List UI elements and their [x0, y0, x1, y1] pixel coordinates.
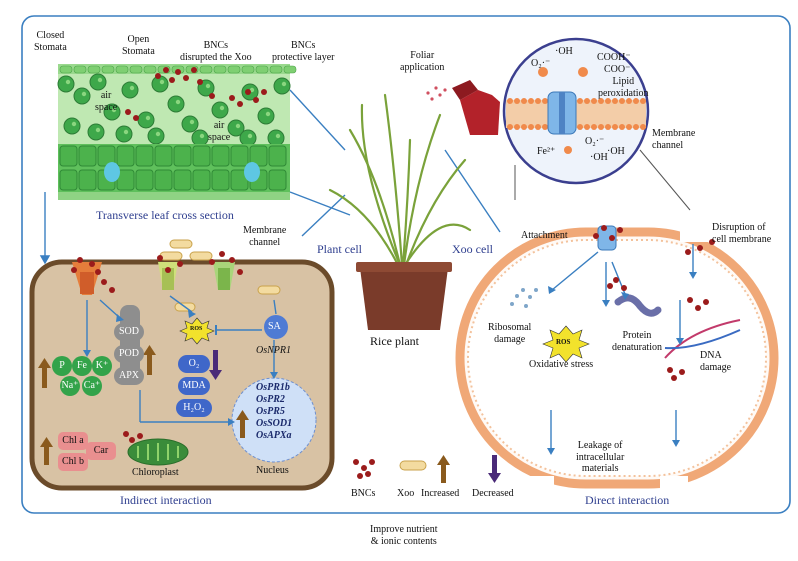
label-sa: SA [268, 321, 281, 332]
gene-ossod1: OsSOD1 [256, 418, 293, 429]
increase-arrow-genes [236, 410, 249, 438]
label-enzyme-apx: APX [119, 370, 140, 381]
legend-xoo-icon [399, 460, 427, 471]
label-ribosomal: Ribosomal damage [488, 322, 532, 345]
ros-burst-left [179, 317, 215, 345]
gene-ospr5: OsPR5 [256, 406, 285, 417]
label-xoo-cell: Xoo cell [452, 242, 493, 256]
label-ros-right: ROS [556, 338, 571, 346]
increase-arrow-pigments [40, 437, 53, 465]
label-attachment: Attachment [521, 230, 568, 241]
label-ros-left: ROS [190, 326, 203, 332]
label-disruption: Disruption of cell membrane [712, 222, 772, 245]
legend-increased-label: Increased [421, 488, 460, 499]
label-chloroplast: Chloroplast [132, 467, 179, 478]
gene-ospr1b: OsPR1b [256, 382, 290, 393]
legend-icons [399, 455, 501, 483]
legend-increase-icon [437, 455, 450, 483]
label-car: Car [93, 445, 109, 456]
label-direct: Direct interaction [585, 493, 670, 507]
label-ion-fe: Fe [77, 360, 87, 371]
legend-xoo-label: Xoo [397, 488, 415, 499]
increase-arrow-enzymes [143, 345, 156, 375]
label-membrane-channel-right: Membrane channel [652, 128, 696, 151]
label-dna: DNA damage [700, 350, 732, 373]
legend-decreased-label: Decreased [472, 488, 514, 499]
label-marker-o2: O₂ [188, 358, 200, 369]
label-fe2: Fe²⁺ [537, 146, 556, 157]
label-air-space-2: air space [208, 120, 231, 143]
ros-burst-right [542, 325, 590, 363]
ion-circles [52, 356, 112, 396]
bnc-particles [71, 67, 715, 479]
decrease-arrow-markers [209, 350, 222, 380]
enzyme-boxes [114, 323, 144, 385]
label-radical-cooh: COOH⁻ [597, 52, 631, 63]
gene-ospr2: OsPR2 [256, 394, 285, 405]
label-marker-mda: MDA [182, 380, 206, 391]
label-nucleus: Nucleus [256, 465, 289, 476]
label-chl-b: Chl b [62, 456, 84, 467]
label-radical-oh-top: ·OH [555, 46, 573, 57]
label-ion-p: P [59, 360, 65, 371]
spray-bottle-icon [426, 80, 500, 135]
label-lipid-peroxidation: Lipid peroxidation [598, 76, 649, 99]
membrane-channels [72, 262, 235, 295]
label-transverse: Transverse leaf cross section [96, 208, 234, 222]
label-ion-na: Na⁺ [61, 380, 79, 391]
leaf-cross-section [57, 64, 297, 200]
label-protein: Protein denaturation [612, 330, 662, 353]
label-bncs-disrupted: BNCs disrupted the Xoo [180, 40, 252, 63]
rice-plant-icon [328, 93, 472, 330]
label-indirect: Indirect interaction [120, 493, 212, 507]
increase-arrow-ions [38, 358, 51, 388]
label-radical-o2-top: O₂·⁻ [531, 58, 551, 69]
label-leakage: Leakage of intracellular materials [576, 440, 625, 474]
legend-bncs-label: BNCs [351, 488, 376, 499]
label-air-space-1: air space [95, 90, 118, 113]
label-oxidative: Oxidative stress [529, 359, 594, 370]
label-open-stomata: Open Stomata [122, 34, 155, 57]
label-ion-k: K⁺ [95, 360, 109, 371]
connector-lines [39, 89, 501, 265]
label-rice-plant: Rice plant [370, 334, 419, 348]
label-radical-o2-bottom: O₂·⁻ [585, 136, 605, 147]
label-marker-h2o2: H₂O₂ [183, 402, 205, 413]
label-bncs-protective: BNCs protective layer [272, 40, 335, 63]
label-ion-ca: Ca⁺ [83, 380, 101, 391]
label-membrane-channel-left: Membrane channel [243, 225, 287, 248]
label-enzyme-sod: SOD [119, 326, 140, 337]
label-radical-oh-bottom-1: ·OH [607, 146, 625, 157]
label-osnpr1: OsNPR1 [256, 345, 291, 356]
sa-node [264, 315, 288, 339]
label-chl-a: Chl a [62, 435, 84, 446]
membrane-zoom [502, 37, 650, 185]
label-footer: Improve nutrient & ionic contents [370, 524, 438, 547]
label-plant-cell: Plant cell [317, 242, 362, 256]
label-enzyme-pod: POD [119, 348, 140, 359]
pigment-boxes [58, 432, 116, 471]
gene-list: OsPR1b OsPR2 OsPR5 OsSOD1 OsAPXa [256, 382, 292, 442]
gene-osapxa: OsAPXa [256, 430, 292, 441]
label-radical-coo: COO⁻ [604, 64, 631, 75]
label-foliar: Foliar application [400, 50, 445, 73]
label-radical-oh-bottom-2: ·OH [590, 152, 608, 163]
outer-frame [21, 15, 791, 514]
zoom-link-right [639, 149, 691, 211]
label-closed-stomata: Closed Stomata [34, 30, 67, 53]
plant-cell [29, 239, 335, 491]
marker-pills [176, 355, 212, 417]
legend-decrease-icon [488, 455, 501, 483]
